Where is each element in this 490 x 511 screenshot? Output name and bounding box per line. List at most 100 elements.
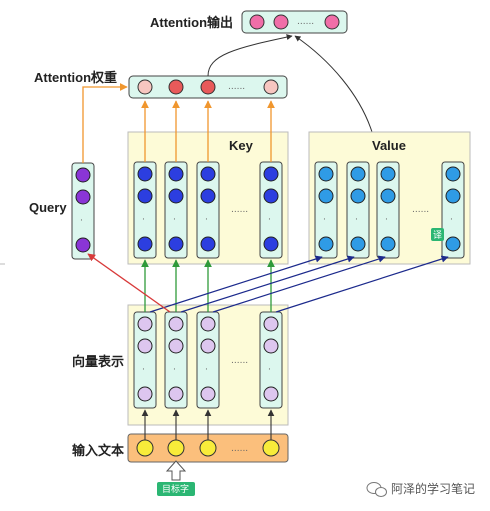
- vector-node: [137, 338, 153, 354]
- watermark-text: 阿泽的学习笔记: [391, 481, 475, 496]
- input-node: [136, 439, 154, 457]
- vector-to-value-arrow: [180, 255, 355, 313]
- value-node: [380, 166, 396, 182]
- input-node: [167, 439, 185, 457]
- value-node: [445, 236, 461, 252]
- value-vdots: ·: [323, 215, 326, 225]
- translate-badge-text: 译: [433, 230, 442, 241]
- value-column: [441, 161, 465, 259]
- vector-to-value-arrow: [275, 255, 449, 313]
- key-node: [137, 166, 153, 182]
- key-vdots: ·: [205, 215, 208, 225]
- input-ellipsis: ......: [231, 444, 248, 454]
- vector-node: [200, 316, 216, 332]
- value-column: [376, 161, 400, 259]
- query-label: Query: [29, 200, 67, 215]
- key-vdots: ·: [268, 215, 271, 225]
- value-node: [380, 236, 396, 252]
- key-node: [200, 166, 216, 182]
- attention-weights-label: Attention权重: [34, 70, 117, 85]
- output-node: [249, 14, 265, 30]
- query-node: [75, 237, 91, 253]
- value-column: [314, 161, 338, 259]
- value-node: [350, 236, 366, 252]
- key-node: [200, 188, 216, 204]
- vector-node: [168, 338, 184, 354]
- value-node: [445, 188, 461, 204]
- value-vdots: ·: [385, 215, 388, 225]
- key-vdots: ·: [142, 215, 145, 225]
- value-node: [380, 188, 396, 204]
- vector-node: [263, 338, 279, 354]
- value-vdots: ·: [450, 215, 453, 225]
- key-node: [168, 166, 184, 182]
- query-node: [75, 189, 91, 205]
- value-node: [445, 166, 461, 182]
- vector-vdots: ·: [268, 365, 271, 375]
- key-node: [200, 236, 216, 252]
- watermark: 阿泽的学习笔记: [366, 481, 475, 497]
- value-to-output-arrow: [294, 35, 373, 133]
- value-node: [318, 166, 334, 182]
- output-node: [324, 14, 340, 30]
- value-node: [318, 236, 334, 252]
- attention-output-label: Attention输出: [150, 15, 233, 30]
- input-node: [199, 439, 217, 457]
- vector-node: [137, 386, 153, 402]
- up-arrow-outline-icon: [165, 460, 187, 481]
- key-ellipsis: ......: [231, 205, 248, 215]
- key-node: [263, 188, 279, 204]
- vector-ellipsis: ......: [231, 356, 248, 366]
- weight-node: [200, 79, 216, 95]
- key-node: [263, 166, 279, 182]
- input-node: [262, 439, 280, 457]
- vector-vdots: ·: [173, 365, 176, 375]
- vector-to-value-arrow: [149, 255, 323, 313]
- key-vdots: ·: [173, 215, 176, 225]
- value-columns: · · · ...... ·: [314, 161, 465, 259]
- translate-badge[interactable]: [431, 228, 444, 241]
- query-node: [75, 167, 91, 183]
- vector-node: [200, 386, 216, 402]
- vector-node: [263, 386, 279, 402]
- weight-node: [168, 79, 184, 95]
- key-node: [168, 236, 184, 252]
- value-node: [350, 188, 366, 204]
- value-title: Value: [372, 138, 406, 153]
- output-node: [273, 14, 289, 30]
- wechat-icon: [366, 482, 387, 497]
- key-node: [137, 188, 153, 204]
- vector-node: [263, 316, 279, 332]
- query-vdots: ·: [80, 216, 83, 226]
- weight-node: [263, 79, 279, 95]
- weights-ellipsis: ......: [228, 82, 245, 92]
- value-column: [346, 161, 370, 259]
- key-node: [168, 188, 184, 204]
- value-node: [318, 188, 334, 204]
- value-ellipsis: ......: [412, 205, 429, 215]
- value-node: [350, 166, 366, 182]
- vector-to-value-arrow: [212, 255, 386, 313]
- target-word-badge: [157, 482, 195, 496]
- query-to-weights-arrow: [82, 83, 128, 163]
- target-word-text: 目标字: [162, 483, 189, 495]
- input-text-label: 输入文本: [72, 443, 124, 458]
- vector-node: [168, 386, 184, 402]
- key-columns: · · · ...... ·: [133, 161, 283, 259]
- vector-vdots: ·: [205, 365, 208, 375]
- output-ellipsis: ......: [297, 17, 314, 27]
- attention-output-box: [241, 10, 348, 34]
- vector-vdots: ·: [142, 365, 145, 375]
- vector-node: [168, 316, 184, 332]
- vector-columns: · · · ...... ·: [133, 311, 283, 409]
- value-vdots: ·: [355, 215, 358, 225]
- weights-to-output-arrow: [207, 34, 293, 77]
- weight-node: [137, 79, 153, 95]
- key-title: Key: [229, 138, 254, 153]
- vector-repr-label: 向量表示: [72, 354, 124, 369]
- vector-to-query-arrow: [87, 253, 171, 313]
- vector-node: [200, 338, 216, 354]
- vector-node: [137, 316, 153, 332]
- key-node: [137, 236, 153, 252]
